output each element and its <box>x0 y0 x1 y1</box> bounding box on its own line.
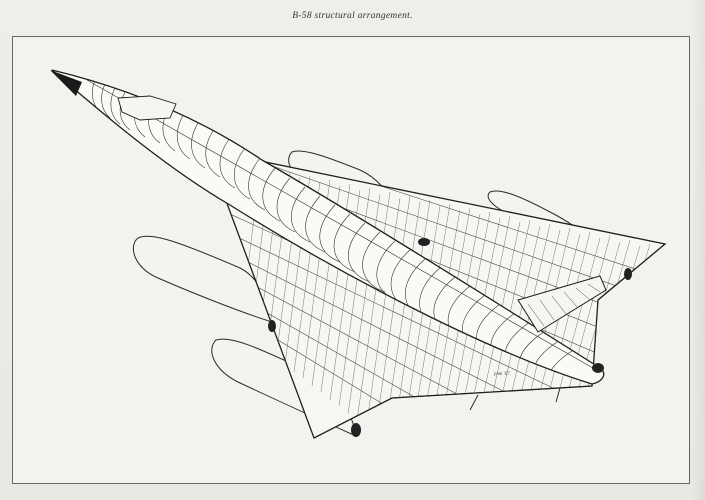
fin-ribs <box>527 283 601 327</box>
elevons <box>313 243 666 439</box>
fuselage <box>51 69 605 385</box>
page-edge-shadow <box>691 0 705 500</box>
engine-nozzles <box>268 238 632 437</box>
nose-cone <box>50 70 82 96</box>
canopy <box>117 95 177 121</box>
figure-caption: B-58 structural arrangement. <box>292 11 413 21</box>
artist-signature: pmk '67 <box>494 372 510 377</box>
vertical-fin <box>517 275 607 333</box>
